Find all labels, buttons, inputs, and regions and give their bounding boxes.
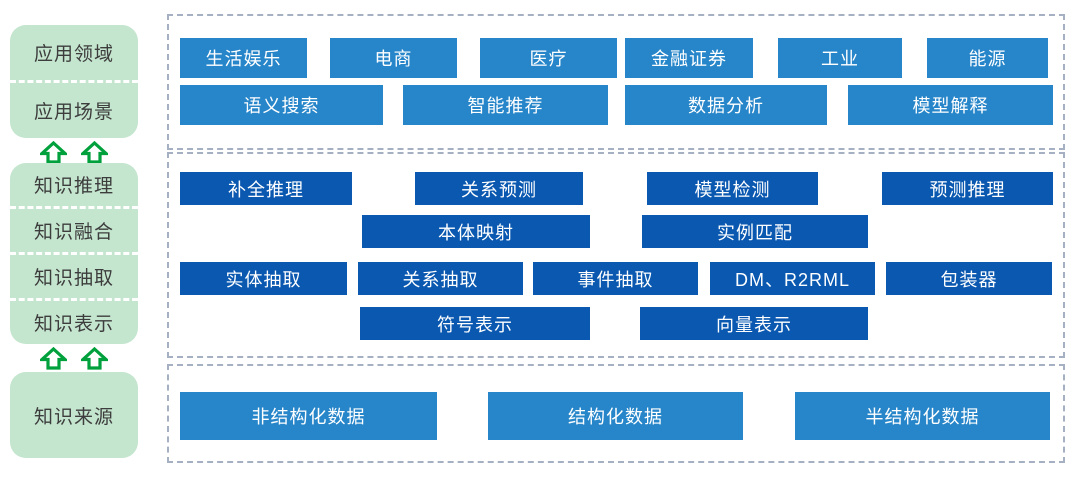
domain-box: 电商 bbox=[330, 38, 457, 78]
sidebar-label-knowledge-reasoning: 知识推理 bbox=[10, 163, 138, 209]
technology-layer-panel: 补全推理 关系预测 模型检测 预测推理 本体映射 实例匹配 实体抽取 关系抽取 … bbox=[167, 152, 1065, 358]
reasoning-box: 模型检测 bbox=[647, 172, 818, 205]
extraction-box: DM、R2RML bbox=[710, 262, 875, 295]
domain-box: 工业 bbox=[778, 38, 902, 78]
sidebar-group-sources: 知识来源 bbox=[10, 372, 138, 458]
extraction-box: 关系抽取 bbox=[358, 262, 523, 295]
domain-box: 生活娱乐 bbox=[180, 38, 307, 78]
domain-box: 能源 bbox=[927, 38, 1048, 78]
up-arrow-icon bbox=[81, 346, 108, 370]
fusion-box: 实例匹配 bbox=[642, 215, 868, 248]
representation-box: 符号表示 bbox=[360, 307, 590, 340]
sidebar-label-application-domain: 应用领域 bbox=[10, 25, 138, 83]
source-layer-panel: 非结构化数据 结构化数据 半结构化数据 bbox=[167, 364, 1065, 463]
reasoning-box: 补全推理 bbox=[180, 172, 352, 205]
up-arrow-icon bbox=[40, 140, 67, 164]
application-layer-panel: 生活娱乐 电商 医疗 金融证券 工业 能源 语义搜索 智能推荐 数据分析 模型解… bbox=[167, 14, 1065, 150]
upward-arrows-bottom bbox=[10, 345, 138, 371]
source-box: 半结构化数据 bbox=[795, 392, 1050, 440]
fusion-box: 本体映射 bbox=[362, 215, 590, 248]
sidebar-label-knowledge-extraction: 知识抽取 bbox=[10, 255, 138, 301]
scenario-box: 数据分析 bbox=[625, 85, 827, 125]
sidebar-label-knowledge-source: 知识来源 bbox=[33, 406, 114, 428]
up-arrow-icon bbox=[81, 140, 108, 164]
domain-box: 金融证券 bbox=[625, 38, 753, 78]
domain-box: 医疗 bbox=[480, 38, 617, 78]
sidebar-label-knowledge-fusion: 知识融合 bbox=[10, 209, 138, 255]
reasoning-box: 预测推理 bbox=[882, 172, 1053, 205]
source-box: 结构化数据 bbox=[488, 392, 743, 440]
extraction-box: 事件抽取 bbox=[533, 262, 698, 295]
sidebar-label-knowledge-representation: 知识表示 bbox=[33, 314, 114, 335]
scenario-box: 语义搜索 bbox=[180, 85, 383, 125]
scenario-box: 模型解释 bbox=[848, 85, 1053, 125]
extraction-box: 实体抽取 bbox=[180, 262, 347, 295]
extraction-box: 包装器 bbox=[886, 262, 1052, 295]
source-box: 非结构化数据 bbox=[180, 392, 437, 440]
sidebar-group-technology: 知识推理 知识融合 知识抽取 知识表示 bbox=[10, 163, 138, 344]
scenario-box: 智能推荐 bbox=[403, 85, 608, 125]
reasoning-box: 关系预测 bbox=[415, 172, 583, 205]
sidebar-group-application: 应用领域 应用场景 bbox=[10, 25, 138, 138]
upward-arrows-top bbox=[10, 139, 138, 165]
sidebar-label-application-scenario: 应用场景 bbox=[33, 102, 114, 123]
up-arrow-icon bbox=[40, 346, 67, 370]
representation-box: 向量表示 bbox=[640, 307, 868, 340]
